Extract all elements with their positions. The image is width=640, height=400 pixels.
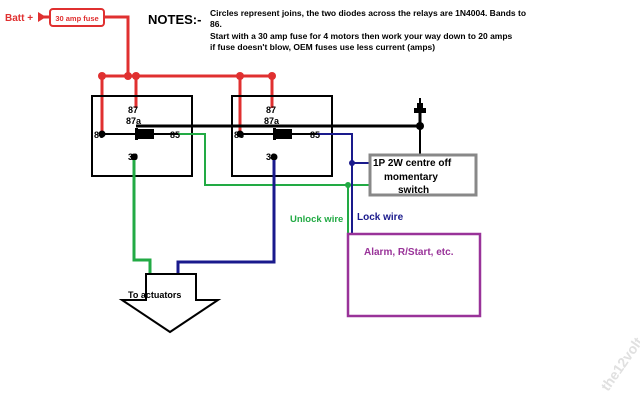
- diode-left-icon: [135, 128, 154, 140]
- watermark: the12volt.com: [597, 307, 640, 393]
- switch-box: [368, 153, 478, 197]
- relay-right-pin-87: 87: [266, 105, 276, 115]
- relay-left-pin-86: 86: [94, 130, 104, 140]
- relay-left-pin-30: 30: [128, 152, 138, 162]
- lock-trigger-wire: [316, 133, 370, 164]
- alarm-box: [346, 232, 482, 318]
- relay-left-pin-87: 87: [128, 105, 138, 115]
- relay-left-pin-85: 85: [170, 130, 180, 140]
- join-dot: [130, 153, 138, 161]
- lock-to-actuators: [176, 160, 276, 278]
- relay-right-pin-30: 30: [266, 152, 276, 162]
- join-dot: [270, 153, 278, 161]
- batt-arrow-icon: [38, 12, 46, 22]
- notes-title: NOTES:-: [148, 12, 201, 27]
- join-dot: [124, 72, 132, 80]
- join-dot: [98, 130, 106, 138]
- unlock-wiring: [132, 133, 370, 278]
- actuators-label: To actuators: [128, 290, 181, 300]
- notes-line-3: Start with a 30 amp fuse for 4 motors th…: [210, 31, 513, 41]
- join-dot: [236, 72, 244, 80]
- notes-line-2: 86.: [210, 19, 222, 29]
- relay-right-pin-87a: 87a: [264, 116, 280, 126]
- switch-label-line-2: momentary: [384, 172, 438, 183]
- join-dot: [268, 72, 276, 80]
- notes-line-1: Circles represent joins, the two diodes …: [210, 8, 526, 18]
- relay-joins: [98, 130, 278, 161]
- notes-line-4: if fuse doesn't blow, OEM fuses use less…: [210, 42, 435, 52]
- relay-left-pin-87a: 87a: [126, 116, 142, 126]
- lock-wire-label: Lock wire: [357, 212, 404, 223]
- relay-left-box: [91, 95, 193, 177]
- join-dot: [345, 182, 351, 188]
- power-joins: [98, 72, 276, 80]
- batt-label: Batt +: [5, 13, 33, 24]
- unlock-trigger-wire: [178, 133, 370, 186]
- fuse-label: 30 amp fuse: [55, 14, 98, 23]
- relay-right-pin-86: 86: [234, 130, 244, 140]
- join-dot: [349, 160, 355, 166]
- join-dot: [132, 72, 140, 80]
- diode-right-icon: [273, 128, 292, 140]
- join-dot: [98, 72, 106, 80]
- relay-right-pin-85: 85: [310, 130, 320, 140]
- alarm-label: Alarm, R/Start, etc.: [364, 247, 454, 258]
- relay-right-box: [231, 95, 333, 177]
- ground-symbol-icon: [414, 98, 426, 113]
- unlock-wire-label: Unlock wire: [290, 214, 343, 225]
- actuator-arrow-icon: [118, 273, 222, 334]
- switch-label-line-3: switch: [398, 185, 429, 196]
- fuse-output-wire: [104, 15, 130, 76]
- fuse-box: [49, 8, 105, 27]
- lock-wiring: [176, 133, 370, 278]
- switch-label-line-1: 1P 2W centre off: [373, 158, 452, 169]
- join-dot: [236, 130, 244, 138]
- unlock-to-actuators: [132, 160, 152, 278]
